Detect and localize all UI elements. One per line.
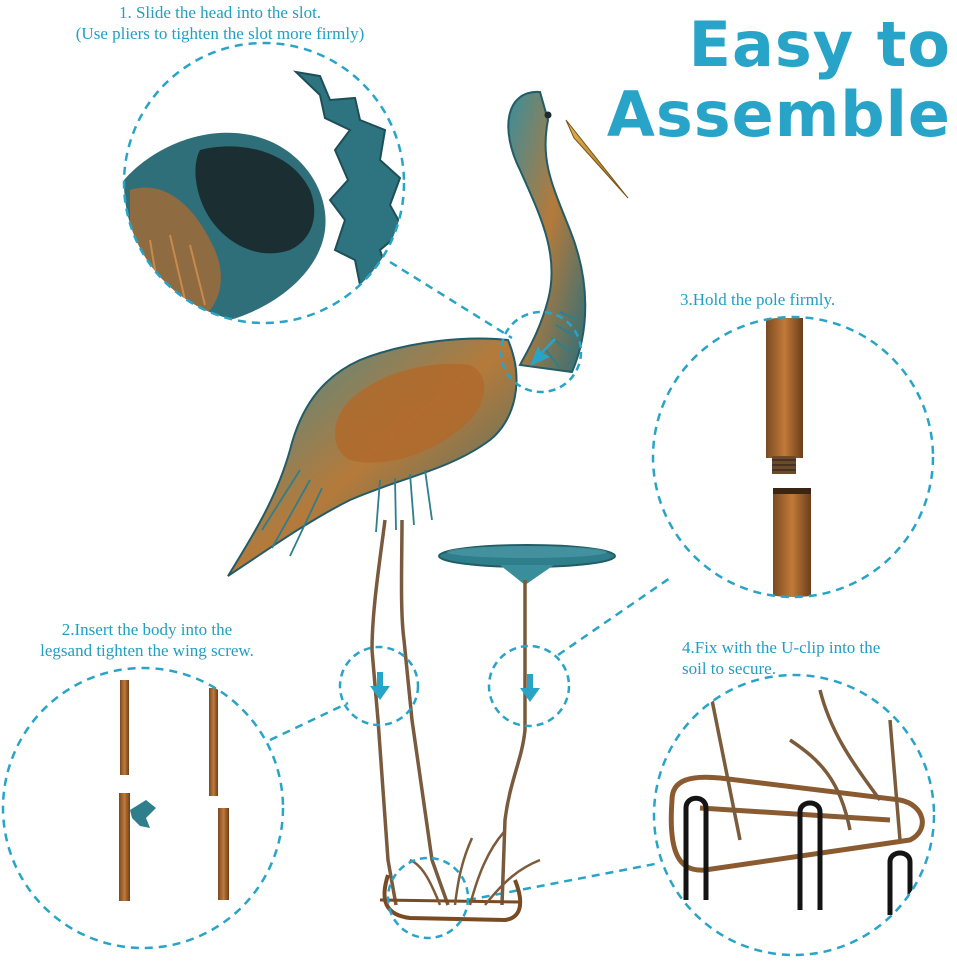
step-3-caption: 3.Hold the pole firmly. xyxy=(680,289,835,310)
arrow-down-icon xyxy=(520,674,540,702)
arrow-down-icon xyxy=(370,672,390,700)
step-4-caption: 4.Fix with the U-clip into the soil to s… xyxy=(682,637,880,679)
detail-circle-u-clip xyxy=(652,673,936,957)
detail-circle-legs xyxy=(1,666,285,950)
step-1-line-1: 1. Slide the head into the slot. xyxy=(118,3,322,22)
step-2-line-1: 2.Insert the body into the xyxy=(61,620,233,639)
step-4-line-1: 4.Fix with the U-clip into the xyxy=(682,638,881,657)
step-1-line-2: (Use pliers to tighten the slot more fir… xyxy=(75,24,365,43)
title-line-1: Easy to xyxy=(688,8,951,81)
step-2-caption: 2.Insert the body into the legsand tight… xyxy=(2,619,292,661)
step-1-caption: 1. Slide the head into the slot. (Use pl… xyxy=(0,2,440,44)
step-3-line-1: 3.Hold the pole firmly. xyxy=(680,290,836,309)
detail-circle-head-slot xyxy=(122,41,406,325)
connector-lines xyxy=(269,260,671,902)
step-4-line-2: soil to secure. xyxy=(682,659,776,678)
crane-statue xyxy=(227,90,629,923)
step-2-line-2: legsand tighten the wing screw. xyxy=(40,641,254,660)
arrow-down-left-icon xyxy=(530,338,556,366)
title-line-2: Assemble xyxy=(606,78,951,151)
detail-circle-pole xyxy=(651,315,935,599)
detail-markers xyxy=(338,310,583,940)
